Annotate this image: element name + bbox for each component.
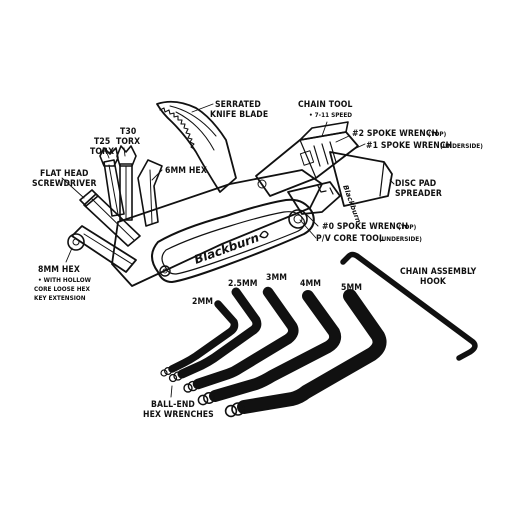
label-hex-2mm: 2MM: [192, 297, 213, 307]
spoke-wrench-notches: [287, 181, 341, 215]
blackburn-logo: Blackburn: [192, 230, 261, 266]
label-hex-4mm: 4MM: [300, 279, 321, 289]
front-side-plate: Blackburn: [151, 198, 315, 283]
label-spoke-wrench-2-sub: (TOP): [428, 130, 447, 138]
label-chain-hook-line1: CHAIN ASSEMBLY: [400, 267, 477, 277]
label-disc-pad-line1: DISC PAD: [395, 179, 437, 189]
label-hex-5mm: 5MM: [341, 283, 362, 293]
label-hex-2-5mm: 2.5MM: [228, 279, 258, 289]
disc-pad-spreader: Blackburn: [329, 151, 393, 224]
hex-key-4mm: [197, 290, 342, 406]
label-hex-8mm-sub-1: • WITH HOLLOW: [38, 276, 92, 284]
label-hex-8mm-sub-2: CORE LOOSE HEX: [34, 285, 90, 293]
hex-key-3mm: [183, 286, 299, 393]
label-pv-core-sub: (UNDERSIDE): [379, 235, 422, 243]
label-hex-8mm: 8MM HEX: [38, 265, 80, 275]
label-chain-hook-line2: HOOK: [420, 277, 447, 287]
label-disc-pad-line2: SPREADER: [395, 189, 442, 199]
label-hex-8mm-sub-3: KEY EXTENSION: [34, 294, 86, 302]
label-pv-core: P/V CORE TOOL: [316, 234, 384, 244]
label-ball-end-line1: BALL-END: [151, 400, 195, 410]
hex-key-5mm: [224, 289, 387, 418]
hex-key-2-5mm: [168, 287, 262, 383]
label-hex-6mm: 6MM HEX: [165, 166, 207, 176]
label-t30-line1: T30: [120, 127, 137, 137]
label-serrated-knife-line2: KNIFE BLADE: [210, 110, 268, 120]
label-t25-line1: T25: [94, 137, 110, 147]
label-spoke-wrench-2: #2 SPOKE WRENCH: [352, 129, 438, 139]
label-chain-tool: CHAIN TOOL: [298, 100, 353, 110]
label-spoke-wrench-1-sub: (UNDERSIDE): [440, 142, 483, 150]
ball-end-hex-wrenches: [160, 286, 387, 418]
callout-labels: SERRATED KNIFE BLADE CHAIN TOOL • 7-11 S…: [32, 100, 483, 420]
hex-key-2mm: [160, 300, 239, 377]
label-ball-end-line2: HEX WRENCHES: [143, 410, 214, 420]
hex-6mm-bit: [137, 159, 163, 227]
label-spoke-wrench-0: #0 SPOKE WRENCH: [322, 222, 408, 232]
label-hex-3mm: 3MM: [266, 273, 287, 283]
t30-torx-bit: [116, 145, 137, 221]
label-t30-line2: TORX: [116, 137, 140, 147]
label-spoke-wrench-0-sub: (TOP): [398, 223, 417, 231]
label-t25-line2: TORX: [90, 147, 114, 157]
flat-head-screwdriver-bit: [79, 189, 141, 247]
hex-8mm-extension: [67, 225, 137, 273]
chain-tool: [255, 121, 359, 197]
leader-lines: [61, 103, 395, 398]
label-chain-tool-sub: • 7-11 SPEED: [309, 111, 352, 119]
label-flat-head-line2: SCREWDRIVER: [32, 179, 97, 189]
label-serrated-knife-line1: SERRATED: [215, 100, 261, 110]
label-spoke-wrench-1: #1 SPOKE WRENCH: [366, 141, 452, 151]
label-flat-head-line1: FLAT HEAD: [40, 169, 89, 179]
serrated-knife-blade: [156, 100, 237, 193]
chain-assembly-hook: [340, 251, 478, 361]
